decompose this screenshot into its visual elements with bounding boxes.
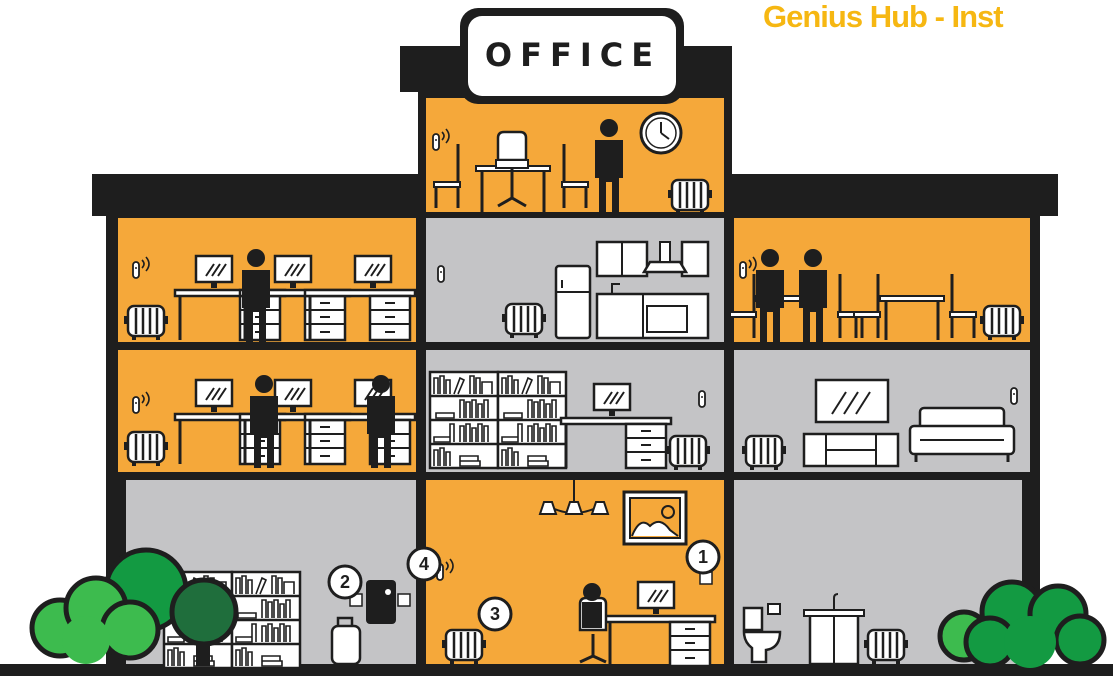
sensor-icon xyxy=(1010,387,1018,405)
monitor-icon xyxy=(273,254,313,290)
water-heater-icon xyxy=(330,616,362,666)
boiler-icon xyxy=(349,580,411,624)
radiator-icon xyxy=(664,434,712,472)
chandelier-icon xyxy=(538,480,610,515)
radiator-icon xyxy=(862,628,910,666)
toilet-icon xyxy=(742,603,782,664)
sink-icon xyxy=(803,593,865,666)
radiator-icon xyxy=(978,304,1026,342)
monitor-icon xyxy=(636,580,676,616)
bookshelf-icon xyxy=(496,370,568,470)
kitchen-cabinet-icon xyxy=(595,240,710,340)
bush-right xyxy=(937,579,1107,669)
monitor-icon xyxy=(194,378,234,414)
person-icon xyxy=(582,583,602,628)
painting-icon xyxy=(622,490,688,546)
marker-3: 3 xyxy=(477,596,513,632)
marker-2: 2 xyxy=(327,564,363,600)
marker-4: 4 xyxy=(406,546,442,582)
sofa-icon xyxy=(908,406,1016,462)
tv-icon xyxy=(802,378,900,468)
radiator-icon xyxy=(500,302,548,340)
marker-1: 1 xyxy=(685,539,721,575)
radiator-icon xyxy=(122,304,170,342)
monitor-icon xyxy=(592,382,632,418)
clock-icon xyxy=(639,111,683,155)
svg-text:1: 1 xyxy=(698,547,708,567)
radiator-icon xyxy=(666,178,714,216)
radiator-icon xyxy=(122,430,170,468)
office-sign-text: OFFICE xyxy=(485,36,661,74)
office-sign: OFFICE xyxy=(460,8,684,104)
svg-text:3: 3 xyxy=(490,604,500,624)
sensor-icon xyxy=(698,390,706,408)
bookshelf-icon xyxy=(428,370,500,470)
monitor-icon xyxy=(353,254,393,290)
tree-left xyxy=(29,547,239,666)
svg-text:2: 2 xyxy=(340,572,350,592)
office-chair-icon xyxy=(495,130,529,208)
monitor-icon xyxy=(273,378,313,414)
radiator-icon xyxy=(440,628,488,666)
sensor-icon xyxy=(437,265,445,283)
svg-text:4: 4 xyxy=(419,554,429,574)
bookshelf-icon xyxy=(230,570,302,670)
monitor-icon xyxy=(194,254,234,290)
diagram-title: Genius Hub - Inst xyxy=(763,0,1003,34)
radiator-icon xyxy=(740,434,788,472)
fridge-icon xyxy=(554,264,592,340)
